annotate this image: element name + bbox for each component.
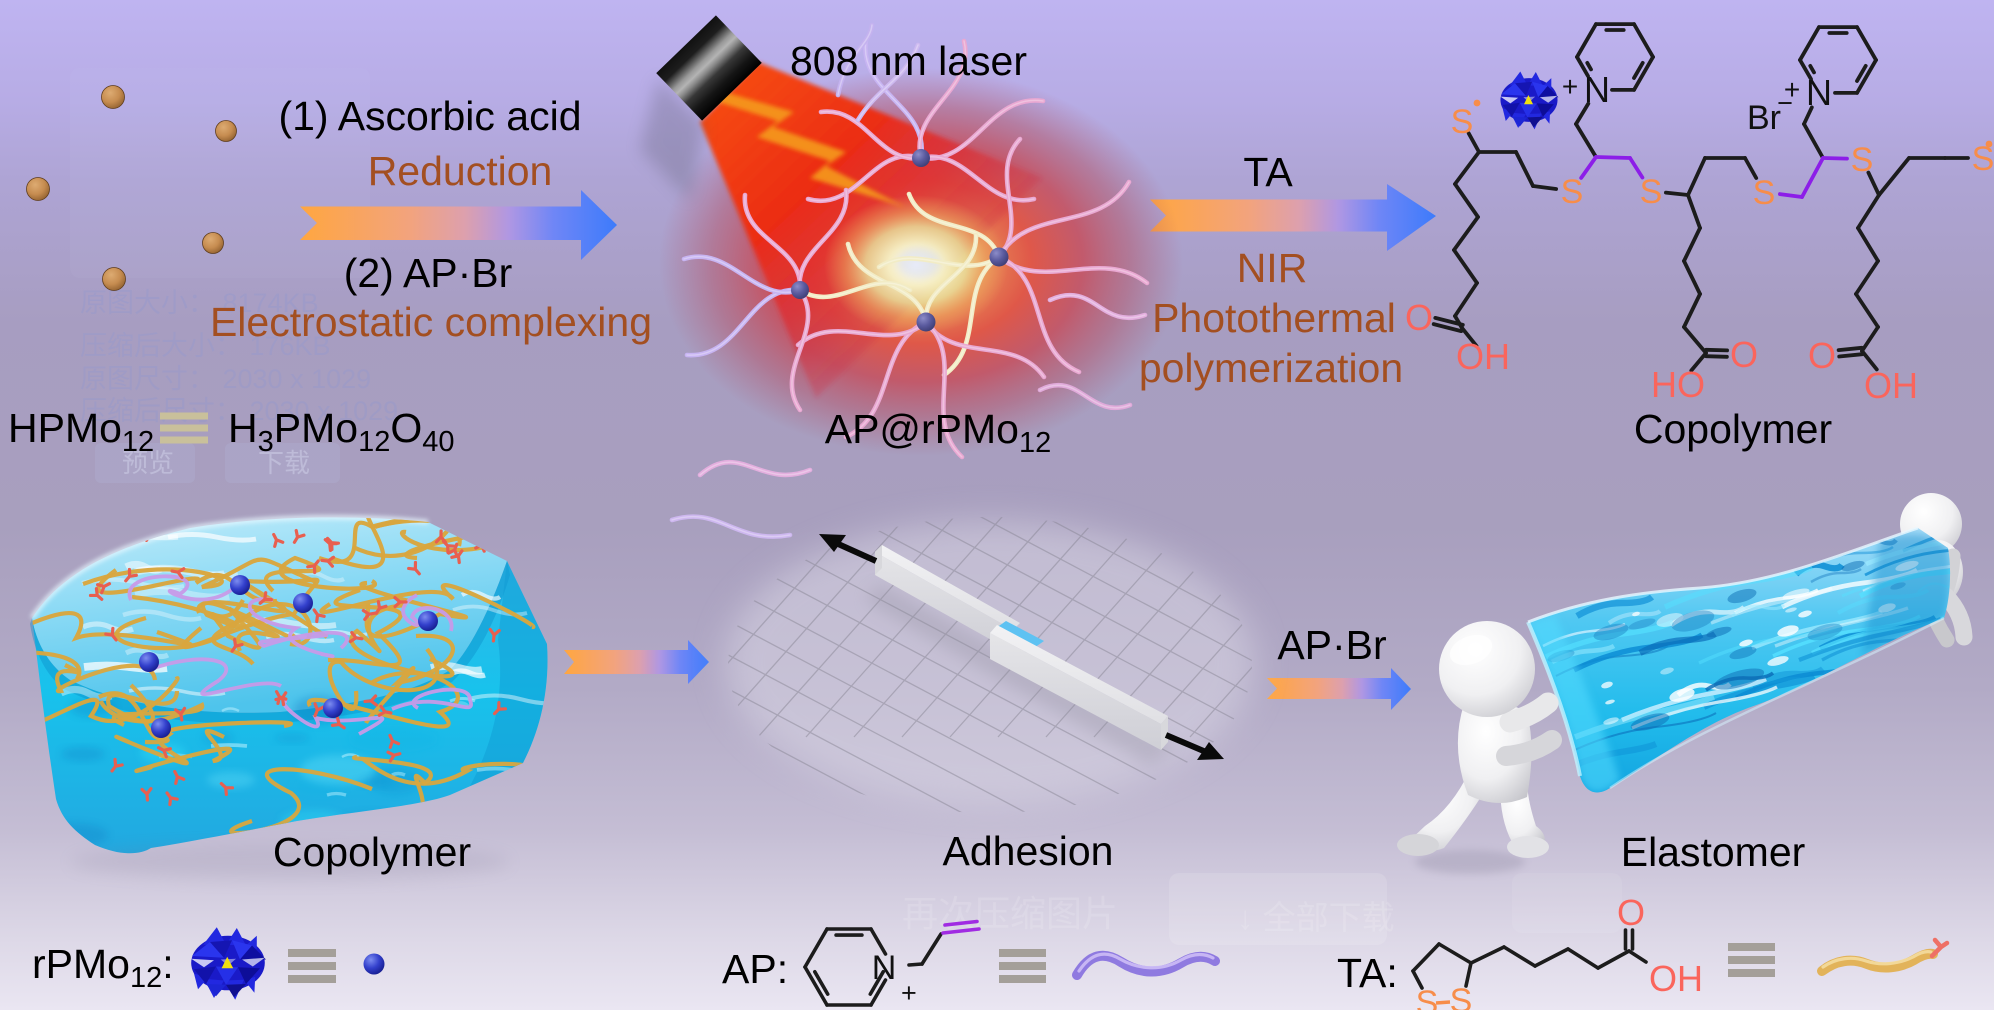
svg-text:原图尺寸： 2030 x 1029: 原图尺寸： 2030 x 1029 [80,364,371,394]
svg-text:Electrostatic complexing: Electrostatic complexing [210,299,652,345]
svg-text:预览: 预览 [122,448,174,478]
svg-text:S: S [1450,982,1473,1010]
svg-text:Adhesion: Adhesion [943,828,1114,874]
svg-text:+: + [901,978,917,1008]
svg-text:S: S [1640,173,1663,211]
svg-text:Copolymer: Copolymer [273,829,471,875]
svg-text:压缩后尺寸： 2030 x 1029: 压缩后尺寸： 2030 x 1029 [80,396,398,426]
svg-text:下载: 下载 [258,448,310,478]
svg-text:AP·Br: AP·Br [1277,622,1386,668]
svg-text:AP:: AP: [722,946,788,992]
svg-text:OH: OH [1649,958,1703,999]
svg-text:+: + [1784,74,1800,105]
svg-text:OH: OH [1864,365,1918,406]
svg-text:TA: TA [1243,149,1293,195]
svg-text:压缩后大小： 176KB: 压缩后大小： 176KB [80,331,331,361]
svg-text:HO: HO [1651,364,1705,405]
svg-text:S: S [1451,103,1474,141]
svg-text:O: O [1808,335,1836,376]
svg-text:N: N [1806,72,1832,113]
svg-text:N: N [1584,69,1610,110]
svg-text:S: S [1753,174,1776,212]
svg-text:AP@rPMo12: AP@rPMo12 [825,406,1052,459]
svg-text:O: O [1617,892,1645,933]
svg-text:S: S [1851,141,1874,179]
svg-text:Elastomer: Elastomer [1621,829,1806,875]
svg-text:(1) Ascorbic acid: (1) Ascorbic acid [278,93,581,139]
svg-text:O: O [1405,297,1433,338]
svg-text:+: + [1562,71,1578,102]
svg-text:Copolymer: Copolymer [1634,406,1832,452]
svg-text:NIR: NIR [1237,245,1308,291]
svg-text:OH: OH [1456,336,1510,377]
svg-text:TA:: TA: [1337,950,1398,996]
svg-text:−: − [1777,88,1793,118]
svg-text:808 nm laser: 808 nm laser [790,38,1027,84]
svg-text:S: S [1561,173,1584,211]
svg-text:Photothermal: Photothermal [1152,295,1396,341]
svg-text:O: O [1730,334,1758,375]
svg-text:Reduction: Reduction [368,148,553,194]
svg-text:polymerization: polymerization [1139,345,1403,391]
svg-text:Br: Br [1747,99,1781,137]
svg-text:↓ 全部下载: ↓ 全部下载 [1237,899,1395,936]
svg-text:N: N [872,949,897,987]
svg-text:(2) AP·Br: (2) AP·Br [344,250,513,296]
svg-text:原图大小： 8174KB: 原图大小： 8174KB [80,288,319,318]
svg-text:H3PMo12O40: H3PMo12O40 [228,405,455,458]
svg-text:S: S [1972,140,1994,178]
svg-text:S: S [1416,984,1439,1010]
svg-text:再次压缩图片: 再次压缩图片 [902,893,1118,934]
